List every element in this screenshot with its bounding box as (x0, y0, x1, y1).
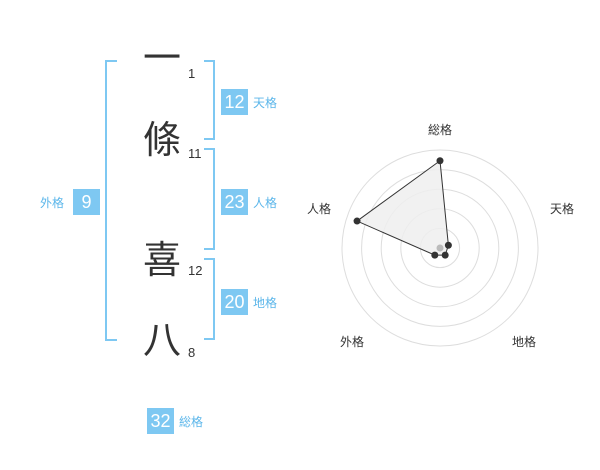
soukaku-badge: 32 (147, 408, 174, 434)
name-char-4: 八 (142, 318, 181, 362)
jinkaku-badge: 23 (221, 189, 248, 215)
radar-center-dot (436, 244, 444, 252)
stroke-count-4: 8 (188, 345, 196, 360)
tenkaku-badge: 12 (221, 89, 248, 115)
soukaku-label: 総格 (179, 415, 204, 429)
name-char-2: 條 (142, 118, 181, 162)
chikaku-badge: 20 (221, 289, 248, 315)
radar-point-3 (441, 251, 449, 259)
stroke-count-1: 1 (188, 66, 196, 81)
radar-point-1 (436, 157, 444, 165)
radar-point-5 (353, 217, 361, 225)
radar-axis-label-soukaku: 総格 (428, 123, 453, 137)
gaikaku-badge: 9 (73, 189, 100, 215)
gaikaku-label: 外格 (40, 196, 65, 210)
name-char-1: 一 (142, 36, 181, 80)
stroke-count-3: 12 (188, 263, 203, 278)
radar-point-4 (431, 251, 439, 259)
radar-point-2 (444, 241, 452, 249)
jinkaku-label: 人格 (253, 196, 278, 210)
radar-axis-label-tenkaku: 天格 (550, 202, 575, 216)
chikaku-label: 地格 (253, 296, 278, 310)
gaikaku-bracket (105, 60, 117, 341)
radar-axis-label-chikaku: 地格 (512, 335, 537, 349)
tenkaku-bracket (204, 60, 215, 140)
chikaku-bracket (204, 258, 215, 340)
radar-grid-ring (341, 149, 539, 347)
jinkaku-bracket (204, 148, 215, 250)
stroke-count-2: 11 (188, 146, 202, 161)
radar-axis-label-gaikaku: 外格 (340, 335, 365, 349)
name-char-3: 喜 (142, 238, 181, 282)
tenkaku-label: 天格 (253, 96, 278, 110)
radar-series-area (356, 159, 449, 256)
radar-axis-label-jinkaku: 人格 (307, 202, 332, 216)
